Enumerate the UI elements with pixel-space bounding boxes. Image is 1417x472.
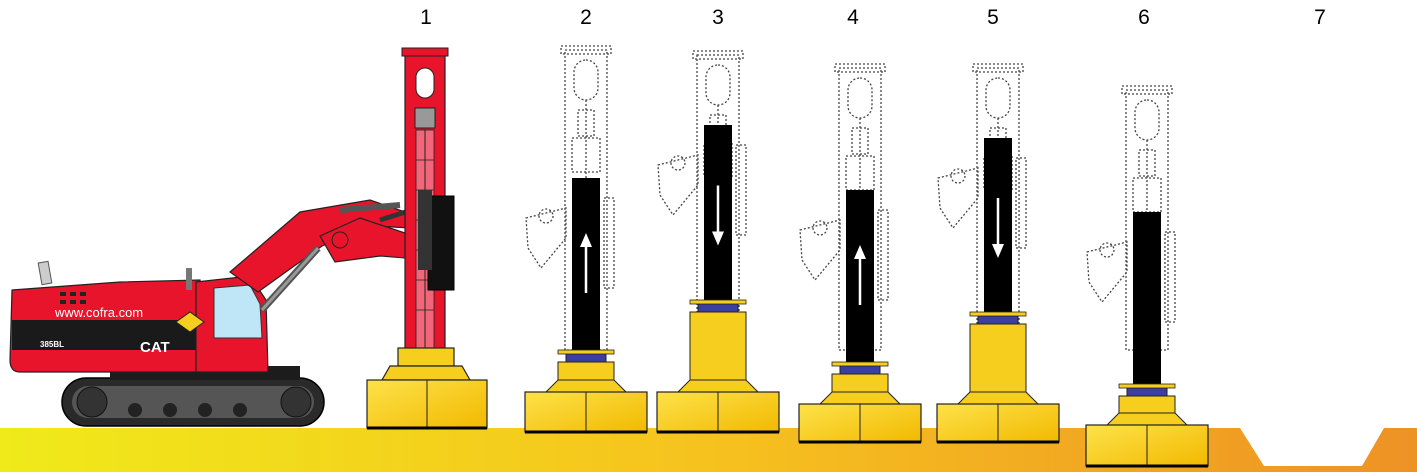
step-label-7: 7 <box>1314 6 1326 29</box>
ground <box>0 428 1417 472</box>
rig-step-5 <box>936 63 1060 444</box>
drop-weight <box>1133 212 1161 386</box>
arrow-down-icon <box>992 198 1004 258</box>
cat-logo: CAT <box>140 311 205 356</box>
step-label-6: 6 <box>1138 6 1150 29</box>
rig-step-4 <box>798 63 922 444</box>
rig-sequence <box>524 45 1209 468</box>
excavator: www.cofra.com 385BL CAT <box>9 199 431 427</box>
rig-step-2 <box>524 45 648 434</box>
step-labels: 1 2 3 4 5 6 7 <box>420 6 1326 29</box>
crawler-track <box>61 366 325 427</box>
brand-text: CAT <box>140 339 170 356</box>
step-label-1: 1 <box>420 6 432 29</box>
website-text: www.cofra.com <box>54 305 143 320</box>
rig-step-3 <box>656 50 780 434</box>
arrow-down-icon <box>712 185 724 246</box>
step-label-2: 2 <box>580 6 592 29</box>
rig-step-6 <box>1085 85 1209 468</box>
step-label-4: 4 <box>847 6 859 29</box>
step-label-5: 5 <box>987 6 999 29</box>
rig-step-1 <box>366 47 488 430</box>
arrow-up-icon <box>854 245 866 305</box>
model-text: 385BL <box>40 340 64 349</box>
step-label-3: 3 <box>712 6 724 29</box>
arrow-up-icon <box>580 233 592 293</box>
